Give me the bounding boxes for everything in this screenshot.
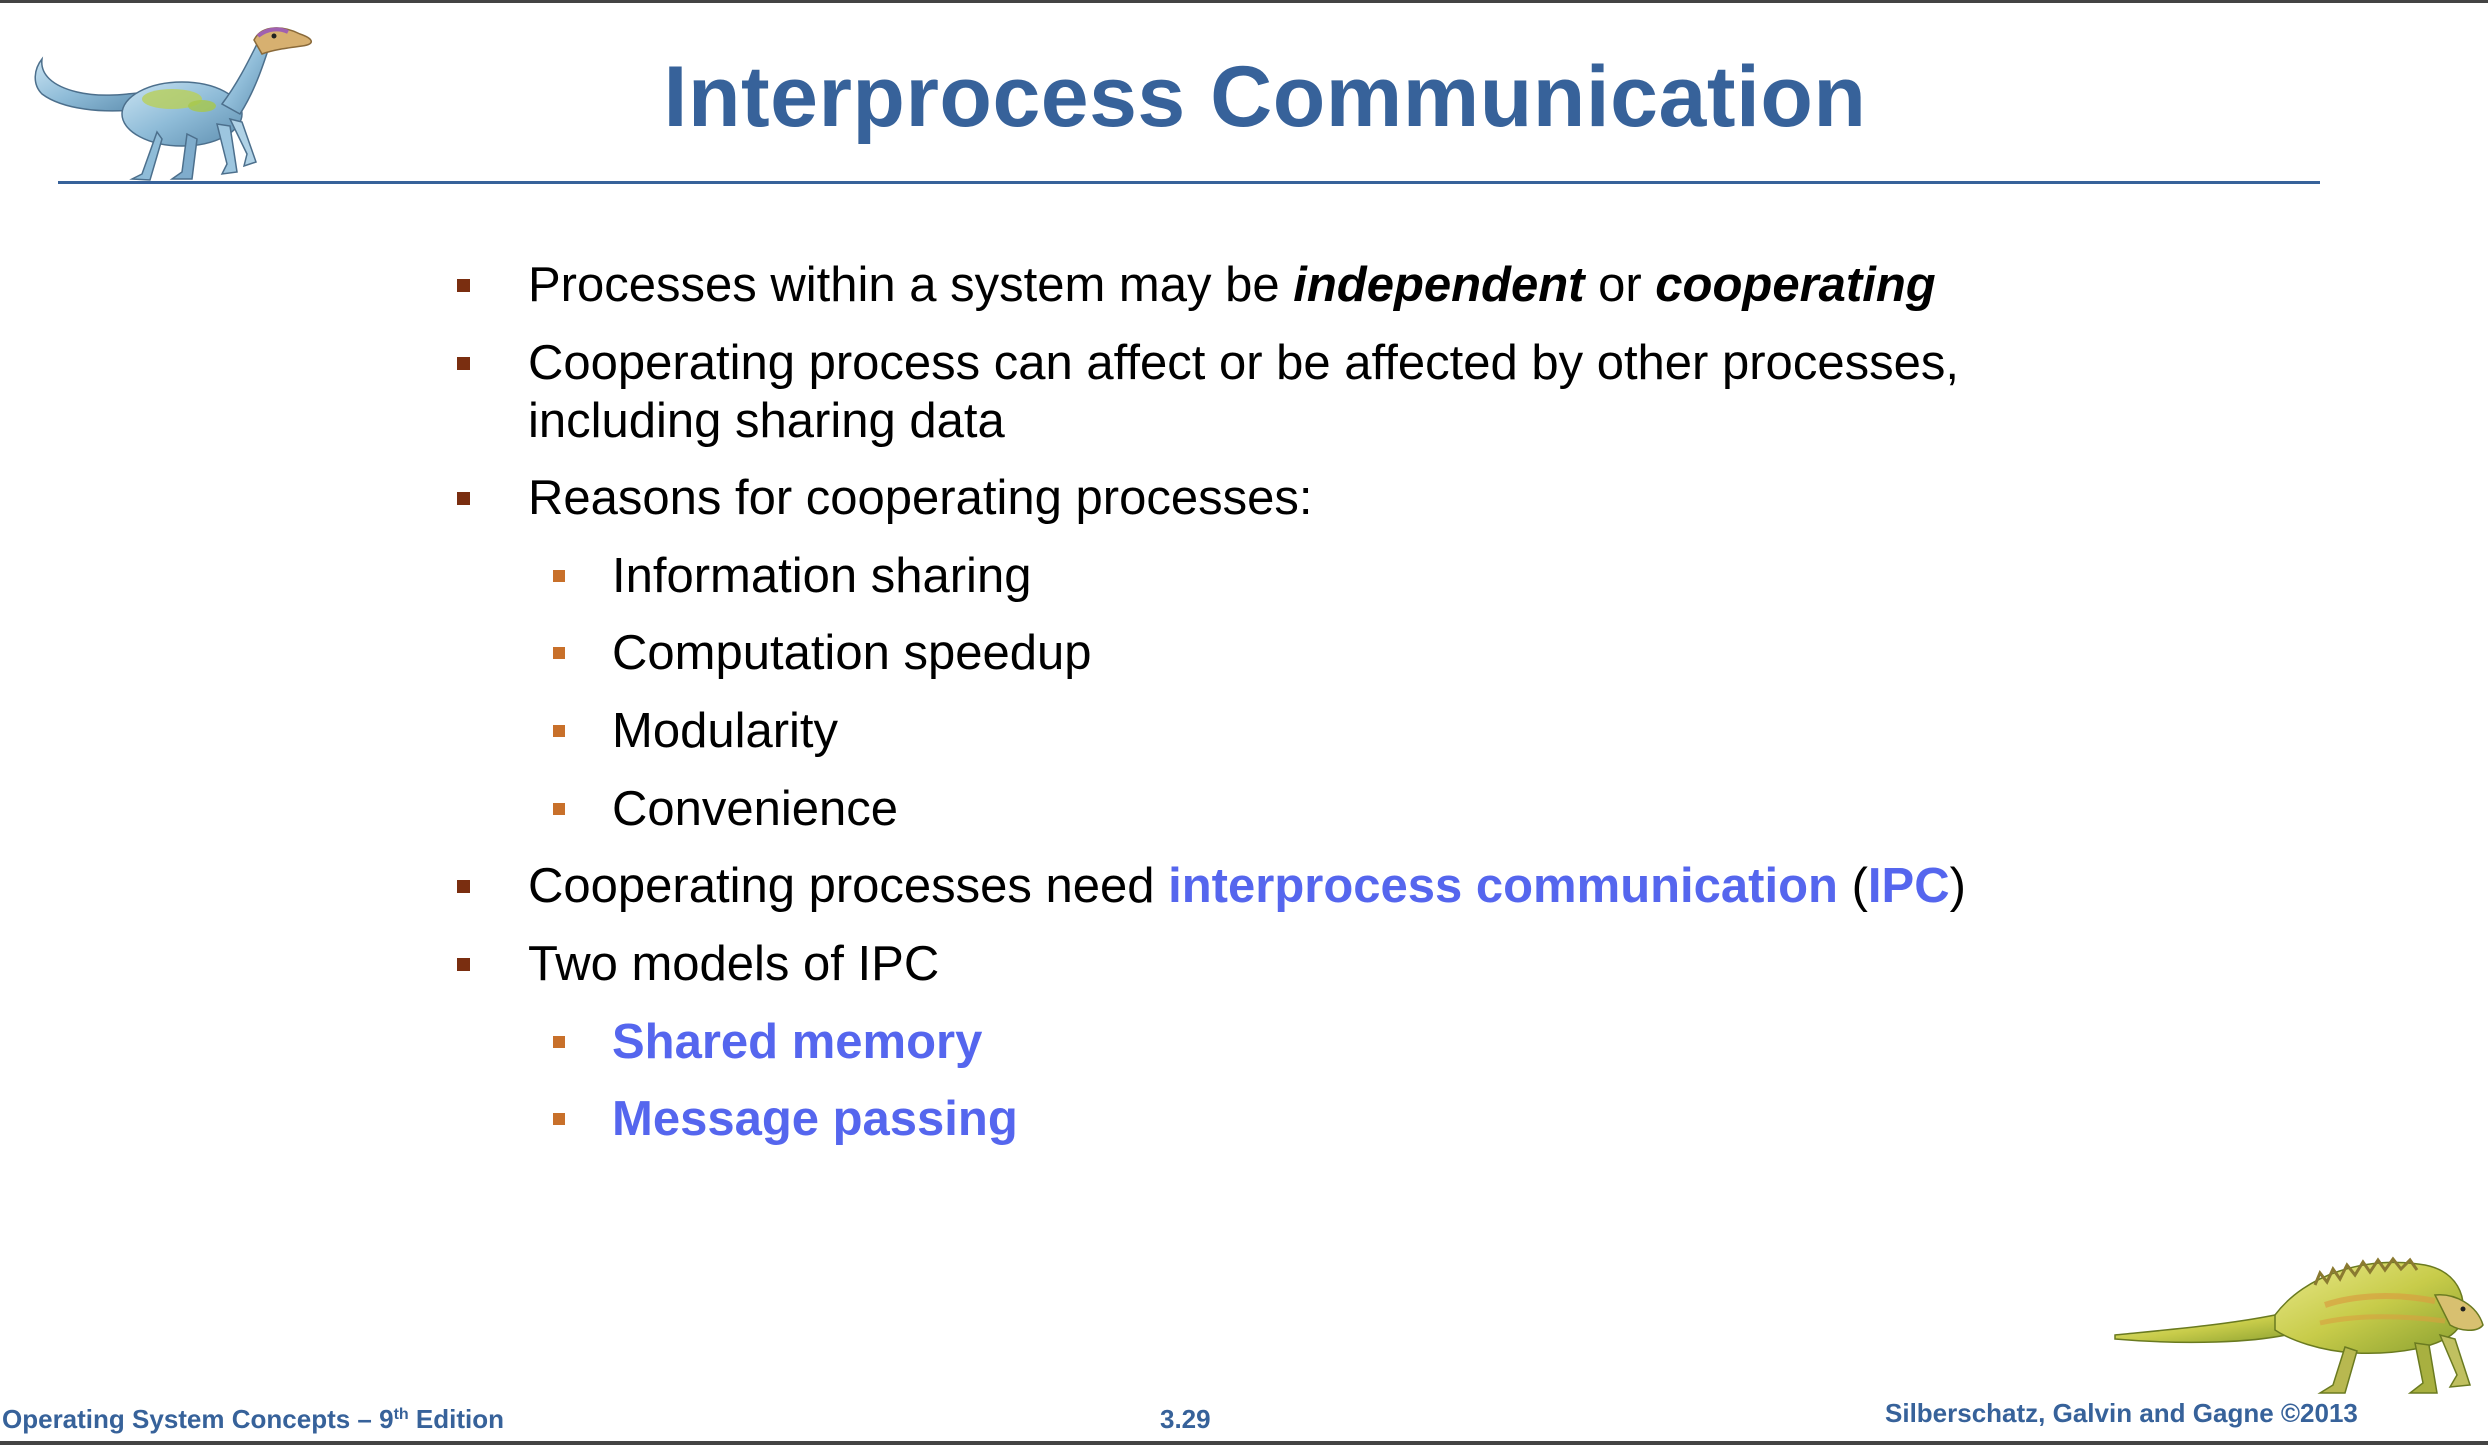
list-item: Processes within a system may be indepen… bbox=[457, 256, 1936, 314]
bullet-text: Cooperating processes need bbox=[528, 859, 1169, 913]
list-item: Cooperating process can affect or be aff… bbox=[457, 334, 1959, 450]
bullet-text: Reasons for cooperating processes: bbox=[528, 471, 1313, 525]
bullet-text: Two models of IPC bbox=[528, 937, 940, 991]
square-bullet-icon bbox=[457, 357, 470, 370]
footer-book-title: Operating System Concepts – 9th Edition bbox=[2, 1404, 504, 1435]
term-message-passing: Message passing bbox=[612, 1092, 1018, 1146]
bullet-text-line1: Cooperating process can affect or be aff… bbox=[528, 336, 1959, 390]
emphasis-independent: independent bbox=[1293, 258, 1585, 312]
square-bullet-icon bbox=[553, 1113, 565, 1125]
term-interprocess-communication: interprocess communication bbox=[1168, 859, 1838, 913]
dinosaur-icon bbox=[2114, 1256, 2484, 1394]
square-bullet-icon bbox=[553, 803, 565, 815]
sub-list-item: Information sharing bbox=[553, 547, 1032, 605]
page-number: 3.29 bbox=[1160, 1404, 1211, 1434]
term-ipc: IPC bbox=[1867, 859, 1950, 913]
square-bullet-icon bbox=[553, 725, 565, 737]
square-bullet-icon bbox=[457, 880, 470, 893]
page-title: Interprocess Communication bbox=[663, 49, 1867, 145]
sub-list-item: Shared memory bbox=[553, 1013, 983, 1071]
bullet-text: ( bbox=[1837, 859, 1868, 913]
square-bullet-icon bbox=[457, 958, 470, 971]
square-bullet-icon bbox=[457, 492, 470, 505]
sub-bullet-text: Information sharing bbox=[612, 549, 1032, 603]
footer-edition-superscript: th bbox=[393, 1406, 409, 1423]
bottom-border bbox=[0, 1441, 2488, 1445]
footer-book-title-text: Operating System Concepts – 9 bbox=[2, 1404, 394, 1434]
sub-bullet-text: Modularity bbox=[612, 704, 839, 758]
term-shared-memory: Shared memory bbox=[612, 1015, 983, 1069]
square-bullet-icon bbox=[553, 570, 565, 582]
sub-list-item: Convenience bbox=[553, 780, 899, 838]
sub-bullet-text: Computation speedup bbox=[612, 626, 1092, 680]
footer-book-title-suffix: Edition bbox=[408, 1404, 504, 1434]
bullet-text-line2: including sharing data bbox=[528, 394, 1005, 448]
square-bullet-icon bbox=[553, 1036, 565, 1048]
bullet-text: or bbox=[1584, 258, 1656, 312]
bullet-text: Processes within a system may be bbox=[528, 258, 1294, 312]
top-border bbox=[0, 0, 2488, 3]
footer-copyright: Silberschatz, Galvin and Gagne ©2013 bbox=[1885, 1398, 2358, 1428]
bullet-text: ) bbox=[1949, 859, 1966, 913]
sub-bullet-text: Convenience bbox=[612, 782, 899, 836]
list-item: Two models of IPC bbox=[457, 935, 940, 993]
title-underline bbox=[58, 181, 2320, 184]
sub-list-item: Computation speedup bbox=[553, 624, 1092, 682]
emphasis-cooperating: cooperating bbox=[1655, 258, 1936, 312]
square-bullet-icon bbox=[457, 279, 470, 292]
list-item: Cooperating processes need interprocess … bbox=[457, 857, 1966, 915]
square-bullet-icon bbox=[553, 647, 565, 659]
sub-list-item: Modularity bbox=[553, 702, 839, 760]
dinosaur-icon bbox=[34, 27, 312, 181]
sub-list-item: Message passing bbox=[553, 1090, 1018, 1148]
list-item: Reasons for cooperating processes: bbox=[457, 469, 1313, 527]
